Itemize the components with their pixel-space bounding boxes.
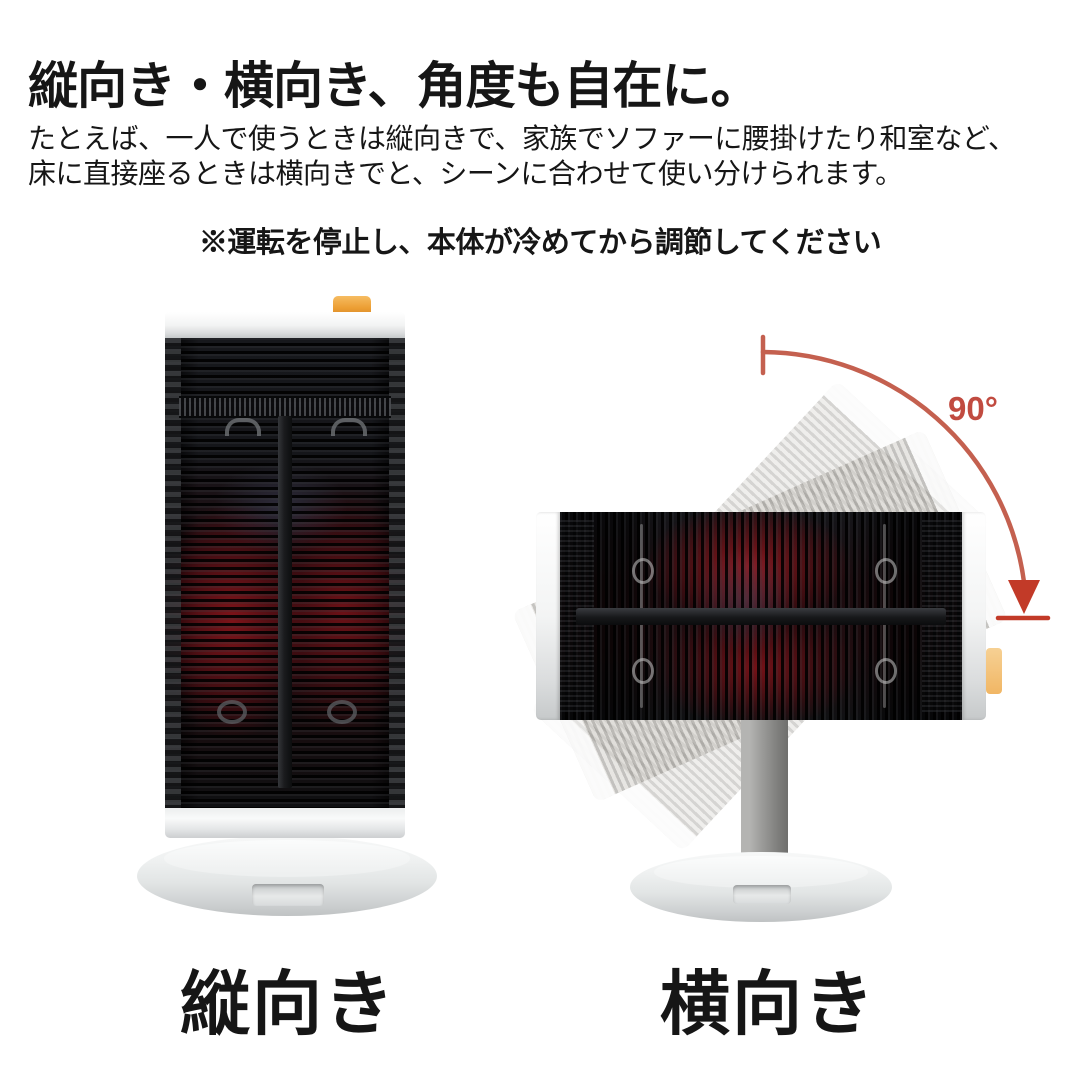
wire-clip xyxy=(225,418,261,436)
horizontal-heater-left-cap xyxy=(536,512,560,720)
grille-center-divider xyxy=(576,608,946,625)
wire-clip xyxy=(632,558,654,584)
wire-clip xyxy=(875,658,897,684)
wire-clip xyxy=(875,558,897,584)
base-control-panel xyxy=(252,884,324,906)
grille-center-divider xyxy=(278,416,292,788)
rotation-angle-label: 90° xyxy=(948,390,998,427)
description-text: たとえば、一人で使うときは縦向きで、家族でソファーに腰掛けたり和室など、 床に直… xyxy=(28,123,1016,189)
rotation-arrow-icon xyxy=(1008,580,1040,614)
vertical-heater-base xyxy=(137,836,437,916)
grille-mesh-band xyxy=(179,396,391,418)
horizontal-heater-base xyxy=(630,852,892,922)
carry-handle-knob xyxy=(986,648,1002,694)
page-title: 縦向き・横向き、角度も自在に。 xyxy=(28,57,760,114)
grille-side-frame xyxy=(165,338,181,808)
label-vertical: 縦向き xyxy=(180,965,396,1043)
wire-clip xyxy=(331,418,367,436)
wire-clip xyxy=(327,700,357,724)
carry-handle-knob xyxy=(333,296,371,316)
label-horizontal: 横向き xyxy=(660,965,876,1043)
wire-clip xyxy=(217,700,247,724)
horizontal-heater-body xyxy=(536,512,986,720)
caution-note: ※運転を停止し、本体が冷めてから調節してください xyxy=(198,227,882,259)
vertical-heater-body xyxy=(165,296,405,838)
vertical-heater-top-cap xyxy=(165,312,405,338)
grille-side-frame xyxy=(389,338,405,808)
wire-clip xyxy=(632,658,654,684)
base-control-panel xyxy=(733,885,791,904)
vertical-heater-bottom-cap xyxy=(165,808,405,838)
horizontal-heater-right-cap xyxy=(962,512,986,720)
horizontal-heater-pole xyxy=(741,718,788,868)
